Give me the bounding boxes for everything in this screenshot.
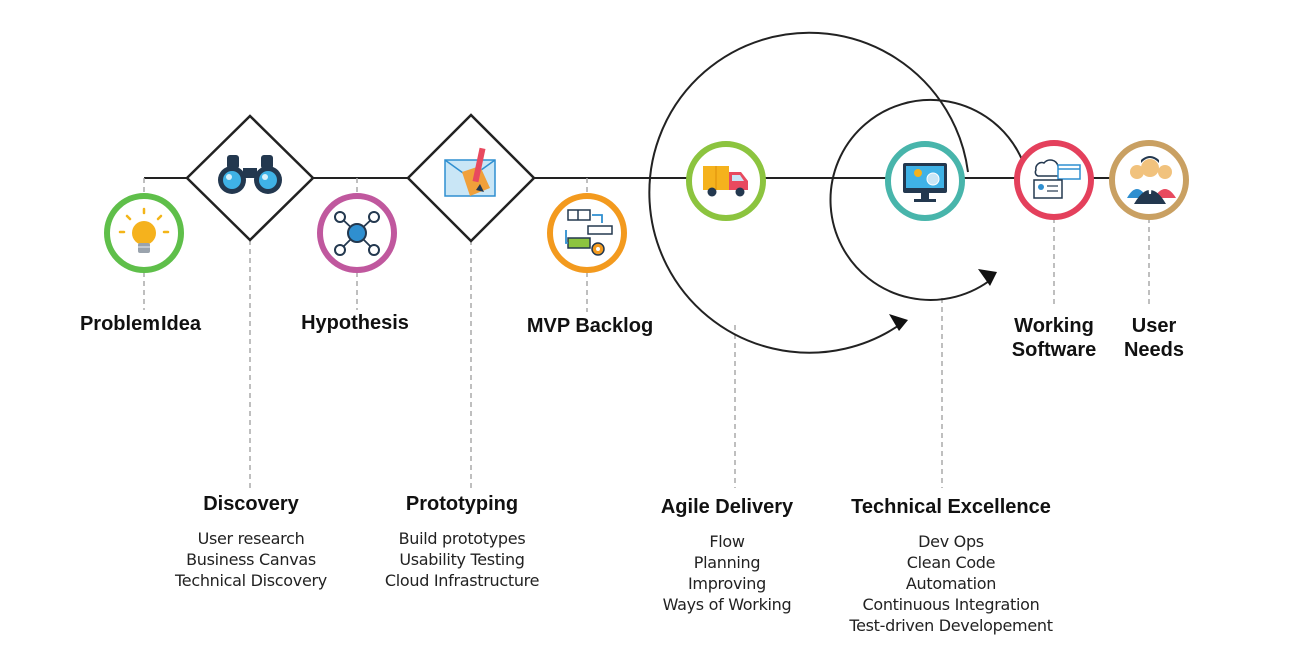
excellence-loop-arc xyxy=(829,98,1031,301)
phase-title: Technical Excellence xyxy=(851,496,1051,518)
phase-prototyping: Prototyping Build prototypes Usability T… xyxy=(384,493,540,591)
phase-item: User research xyxy=(197,529,305,548)
backlog-flow-icon xyxy=(547,193,627,273)
working-software-line-2: Software xyxy=(1011,339,1097,361)
phase-item: Continuous Integration xyxy=(862,595,1040,614)
phase-item: Improving xyxy=(687,574,766,593)
network-icon xyxy=(317,193,397,273)
stage-label-working-software: Working Software xyxy=(1012,314,1096,362)
agile-loop-arrowhead xyxy=(889,314,908,331)
lightbulb-icon xyxy=(104,193,184,273)
monitor-gear-icon xyxy=(885,141,965,221)
phase-item: Business Canvas xyxy=(186,550,316,569)
phase-item: Technical Discovery xyxy=(175,571,327,590)
web-app-icon xyxy=(1014,140,1094,220)
agile-loop-arc xyxy=(648,31,969,354)
phase-agile-delivery: Agile Delivery Flow Planning Improving W… xyxy=(661,496,793,615)
excellence-loop-arrowhead xyxy=(978,269,997,286)
binoculars-icon xyxy=(185,114,315,242)
phase-item: Ways of Working xyxy=(662,595,792,614)
stage-label-idea: Idea xyxy=(161,313,202,335)
stage-label-user-needs: User Needs xyxy=(1124,314,1184,362)
phase-discovery: Discovery User research Business Canvas … xyxy=(175,493,327,591)
phase-item: Clean Code xyxy=(906,553,996,572)
stage-label-mvp-backlog: MVP Backlog xyxy=(526,315,654,337)
user-needs-line-2: Needs xyxy=(1123,339,1185,361)
delivery-truck-icon xyxy=(686,141,766,221)
phase-item: Cloud Infrastructure xyxy=(384,571,540,590)
phase-item: Planning xyxy=(693,553,761,572)
phase-item: Flow xyxy=(709,532,745,551)
dashed-connectors xyxy=(143,178,1150,488)
stage-label-hypothesis: Hypothesis xyxy=(301,312,409,334)
user-needs-line-1: User xyxy=(1131,315,1177,337)
phase-title: Prototyping xyxy=(405,493,519,515)
phase-item: Automation xyxy=(905,574,997,593)
phase-item: Usability Testing xyxy=(399,550,525,569)
phase-item: Dev Ops xyxy=(918,532,984,551)
phase-title: Agile Delivery xyxy=(660,496,794,518)
phase-title: Discovery xyxy=(203,493,299,515)
phase-technical-excellence: Technical Excellence Dev Ops Clean Code … xyxy=(849,496,1053,636)
users-group-icon xyxy=(1109,140,1189,220)
design-tools-icon xyxy=(406,113,536,243)
working-software-line-1: Working xyxy=(1014,315,1094,337)
phase-item: Test-driven Developement xyxy=(849,616,1053,635)
phase-item: Build prototypes xyxy=(398,529,526,548)
stage-label-problem: Problem xyxy=(79,313,160,335)
